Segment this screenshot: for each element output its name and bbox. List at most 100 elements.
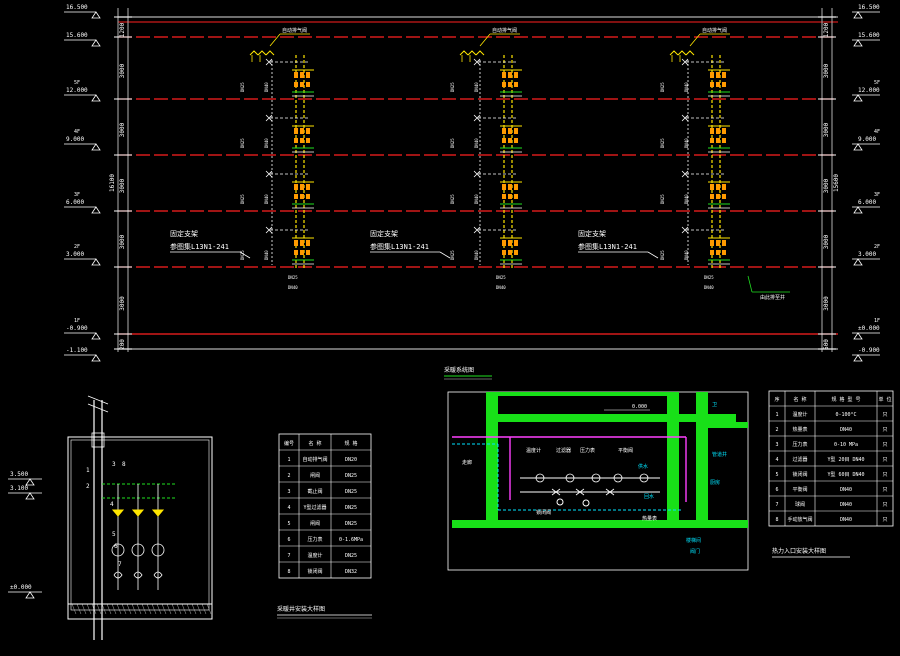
floor-hatch	[186, 603, 192, 615]
valve-icon	[111, 509, 125, 517]
floor-hatch	[86, 603, 92, 615]
elevation-triangle	[91, 258, 101, 266]
equipment-cell: 2	[775, 427, 778, 433]
manifold-valve	[306, 82, 310, 87]
equipment-cell: 球阀	[795, 501, 805, 508]
manifold-valve	[300, 240, 304, 246]
callout-number: 8	[122, 461, 126, 468]
valve-icon	[473, 114, 481, 122]
valve-icon	[551, 488, 561, 496]
manifold-valve	[722, 240, 726, 246]
elevation-triangle	[91, 206, 101, 214]
total-dim-value: 15600	[833, 174, 840, 192]
dim-value: 1200	[823, 22, 830, 37]
legend-cell: 4	[287, 505, 290, 511]
equipment-table	[768, 390, 894, 527]
equipment-cell: 只	[882, 517, 887, 523]
equipment-cell: 8	[775, 517, 778, 523]
manifold-valve	[710, 184, 714, 190]
manifold-valve	[300, 128, 304, 134]
riser-size-label: DN25	[450, 250, 455, 260]
manifold-valve	[514, 240, 518, 246]
floor-hatch	[121, 603, 127, 615]
manifold-valve	[710, 82, 714, 87]
floor-label: 3F	[74, 192, 80, 198]
floor-label: 1F	[874, 318, 880, 324]
equipment-cell: 只	[882, 412, 887, 418]
floor-hatch	[156, 603, 162, 615]
equipment-label: 过滤器	[556, 447, 571, 454]
floor-label: 2F	[874, 244, 880, 250]
riser-size-label: DN40	[684, 194, 689, 204]
manifold-valve	[300, 194, 304, 199]
plan-dim: 0.000	[632, 404, 647, 410]
manifold-valve	[722, 184, 726, 190]
legend-cell: DN25	[345, 489, 357, 495]
support-label: 固定支架	[170, 229, 198, 238]
equipment-cell: 1	[775, 412, 778, 418]
legend-cell: 压力表	[307, 536, 322, 543]
floor-label: 3F	[874, 192, 880, 198]
room-label: 楼梯间	[686, 537, 701, 544]
floor-label: 4F	[874, 129, 880, 135]
dim-value: 3000	[119, 122, 126, 137]
plan-title: 采暖系统图	[444, 366, 474, 374]
manifold-valve	[710, 194, 714, 199]
legend-cell: 闸阀	[310, 520, 320, 527]
floor-hatch	[96, 603, 102, 615]
manifold-valve	[306, 250, 310, 255]
elevation-triangle	[853, 258, 863, 266]
riser-size-label: DN25	[660, 250, 665, 260]
fitting-icon	[113, 571, 123, 579]
dim-value: 3000	[119, 178, 126, 193]
fitting-icon	[535, 473, 545, 483]
manifold-valve	[294, 184, 298, 190]
wall	[452, 520, 748, 528]
manifold-valve	[710, 138, 714, 143]
manifold-valve	[306, 184, 310, 190]
valve-icon	[131, 509, 145, 517]
manifold-valve	[300, 72, 304, 78]
manifold-valve	[306, 128, 310, 134]
legend-cell: 锁闭阀	[307, 568, 322, 575]
equipment-header: 名 称	[793, 396, 806, 403]
legend-cell: DN25	[345, 553, 357, 559]
legend-cell: DN20	[345, 457, 357, 463]
elevation-value: 3.000	[66, 251, 84, 258]
fitting-icon	[613, 473, 623, 483]
equipment-label: 温度计	[526, 447, 541, 454]
manifold-valve	[502, 194, 506, 199]
equipment-cell: 只	[882, 427, 887, 433]
leader-line	[479, 33, 491, 47]
manifold-valve	[514, 194, 518, 199]
elevation-triangle	[91, 354, 101, 362]
manifold-valve	[716, 138, 720, 143]
riser-size-label: DN25	[450, 138, 455, 148]
floor-hatch	[126, 603, 132, 615]
elevation-triangle	[853, 143, 863, 151]
manifold-valve	[294, 194, 298, 199]
elevation-triangle	[853, 94, 863, 102]
room-label: 厨房	[710, 479, 720, 486]
wall	[498, 392, 667, 396]
manifold-valve	[502, 82, 506, 87]
equipment-cell: Y型 20目 DN40	[827, 456, 864, 463]
floor-hatch	[111, 603, 117, 615]
dim-value: 3000	[823, 122, 830, 137]
valve-icon	[265, 170, 273, 178]
elevation-triangle	[853, 11, 863, 19]
elevation-triangle	[853, 354, 863, 362]
detail-elevation: 3.100	[10, 485, 28, 492]
gauge-icon	[582, 499, 590, 507]
equipment-cell: 平衡阀	[792, 486, 807, 493]
manifold-valve	[508, 72, 512, 78]
valve-icon	[473, 58, 481, 66]
manifold-valve	[514, 82, 518, 87]
room-label: 卫	[712, 402, 717, 408]
manifold-valve	[294, 240, 298, 246]
elevation-value: ±0.000	[858, 325, 880, 332]
elevation-value: 6.000	[858, 199, 876, 206]
floor-hatch	[81, 603, 87, 615]
drain-label: 由此排至井	[760, 294, 785, 301]
